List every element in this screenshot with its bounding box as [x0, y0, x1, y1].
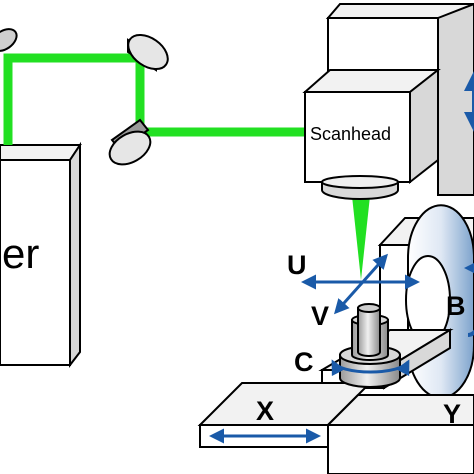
x-label: X — [256, 396, 274, 426]
u-label: U — [287, 250, 307, 280]
mirror-top-left — [0, 28, 18, 52]
laser-source-box: er — [0, 141, 82, 368]
c-label: C — [294, 347, 314, 377]
b-label: B — [446, 291, 466, 321]
v-axis-arrow — [334, 253, 388, 315]
mirror-top-right — [127, 33, 169, 72]
laser-label: er — [2, 230, 39, 277]
y-stage: Y — [325, 394, 474, 474]
v-label: V — [311, 301, 329, 331]
y-label: Y — [443, 399, 461, 429]
focused-beam-cone — [352, 196, 370, 280]
c-axis-arrow — [331, 359, 410, 377]
focus-lens — [321, 175, 399, 200]
mirror-bottom — [108, 118, 152, 166]
laser-box-top — [0, 144, 82, 161]
scanhead-box: Scanhead — [302, 67, 441, 185]
laser-box-side — [69, 141, 81, 368]
uv-scan-axes: U V — [287, 250, 420, 331]
x-stage: X — [197, 382, 373, 448]
workpiece-pin — [357, 307, 381, 357]
scanhead-label: Scanhead — [310, 124, 391, 144]
